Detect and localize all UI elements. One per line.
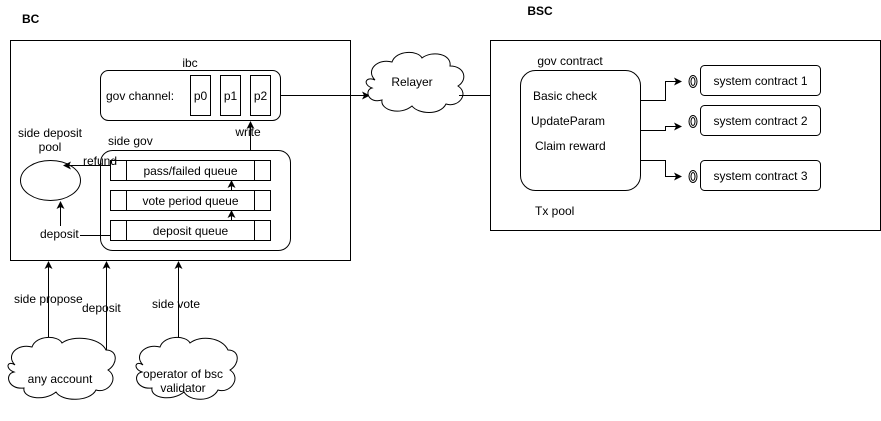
relayer-label: Relayer <box>391 75 432 89</box>
interface-icon-inner <box>690 117 696 126</box>
validator-label-line1: operator of bsc <box>143 367 223 381</box>
deposit-pool-label-line1: side deposit <box>18 126 83 140</box>
side-propose-label: side propose <box>14 292 83 306</box>
deposit-pool-ellipse <box>20 160 81 201</box>
queue-label: vote period queue <box>142 194 238 208</box>
gov-to-sc1-connector <box>640 77 682 101</box>
bsc-title: BSC <box>527 4 553 18</box>
gov-function-basic-check: Basic check <box>533 89 598 103</box>
gov-to-sc3-connector <box>640 160 682 181</box>
interface-icon <box>688 75 698 88</box>
gov-function-update-param: UpdateParam <box>531 114 605 128</box>
system-contract-label: system contract 2 <box>713 114 807 128</box>
tx-pool-label: Tx pool <box>535 204 574 218</box>
validator-operator-cloud: operator of bsc validator <box>135 337 238 400</box>
system-contract-2: system contract 2 <box>700 105 821 136</box>
interface-icon-inner <box>690 172 696 181</box>
any-account-cloud: any account <box>7 337 116 400</box>
system-contract-label: system contract 3 <box>713 169 807 183</box>
system-contract-label: system contract 1 <box>713 74 807 88</box>
system-contract-3: system contract 3 <box>700 160 821 191</box>
packet-label: p2 <box>254 89 268 103</box>
ibc-label: ibc <box>182 56 197 70</box>
queue-vote-period: vote period queue <box>110 190 271 211</box>
validator-label-line2: validator <box>160 381 205 395</box>
queue-deposit: deposit queue <box>110 220 271 241</box>
actor-deposit-label: deposit <box>82 301 121 315</box>
gov-contract-label: gov contract <box>537 54 603 68</box>
side-gov-label: side gov <box>108 134 153 148</box>
interface-icon <box>688 115 698 128</box>
packet-label: p1 <box>224 89 238 103</box>
side-vote-label: side vote <box>152 297 200 311</box>
packet-p1: p1 <box>220 75 241 116</box>
packet-p0: p0 <box>190 75 211 116</box>
relayer-cloud: Relayer <box>365 52 465 113</box>
interface-icon-inner <box>690 77 696 86</box>
bc-title: BC <box>22 12 40 26</box>
queue-label: deposit queue <box>153 224 229 238</box>
queue-label: pass/failed queue <box>143 164 237 178</box>
queue-pass-failed: pass/failed queue <box>110 160 271 181</box>
any-account-label: any account <box>28 372 93 386</box>
packet-p2: p2 <box>250 75 271 116</box>
gov-function-claim-reward: Claim reward <box>535 139 606 153</box>
gov-to-sc2-connector <box>640 122 682 131</box>
gov-channel-label: gov channel: <box>106 89 174 103</box>
deposit-label: deposit <box>40 227 79 241</box>
packet-label: p0 <box>194 89 208 103</box>
interface-icon <box>688 170 698 183</box>
write-label: write <box>234 125 261 139</box>
refund-label: refund <box>83 154 117 168</box>
system-contract-1: system contract 1 <box>700 65 821 96</box>
deposit-pool-label-line2: pool <box>39 140 62 154</box>
